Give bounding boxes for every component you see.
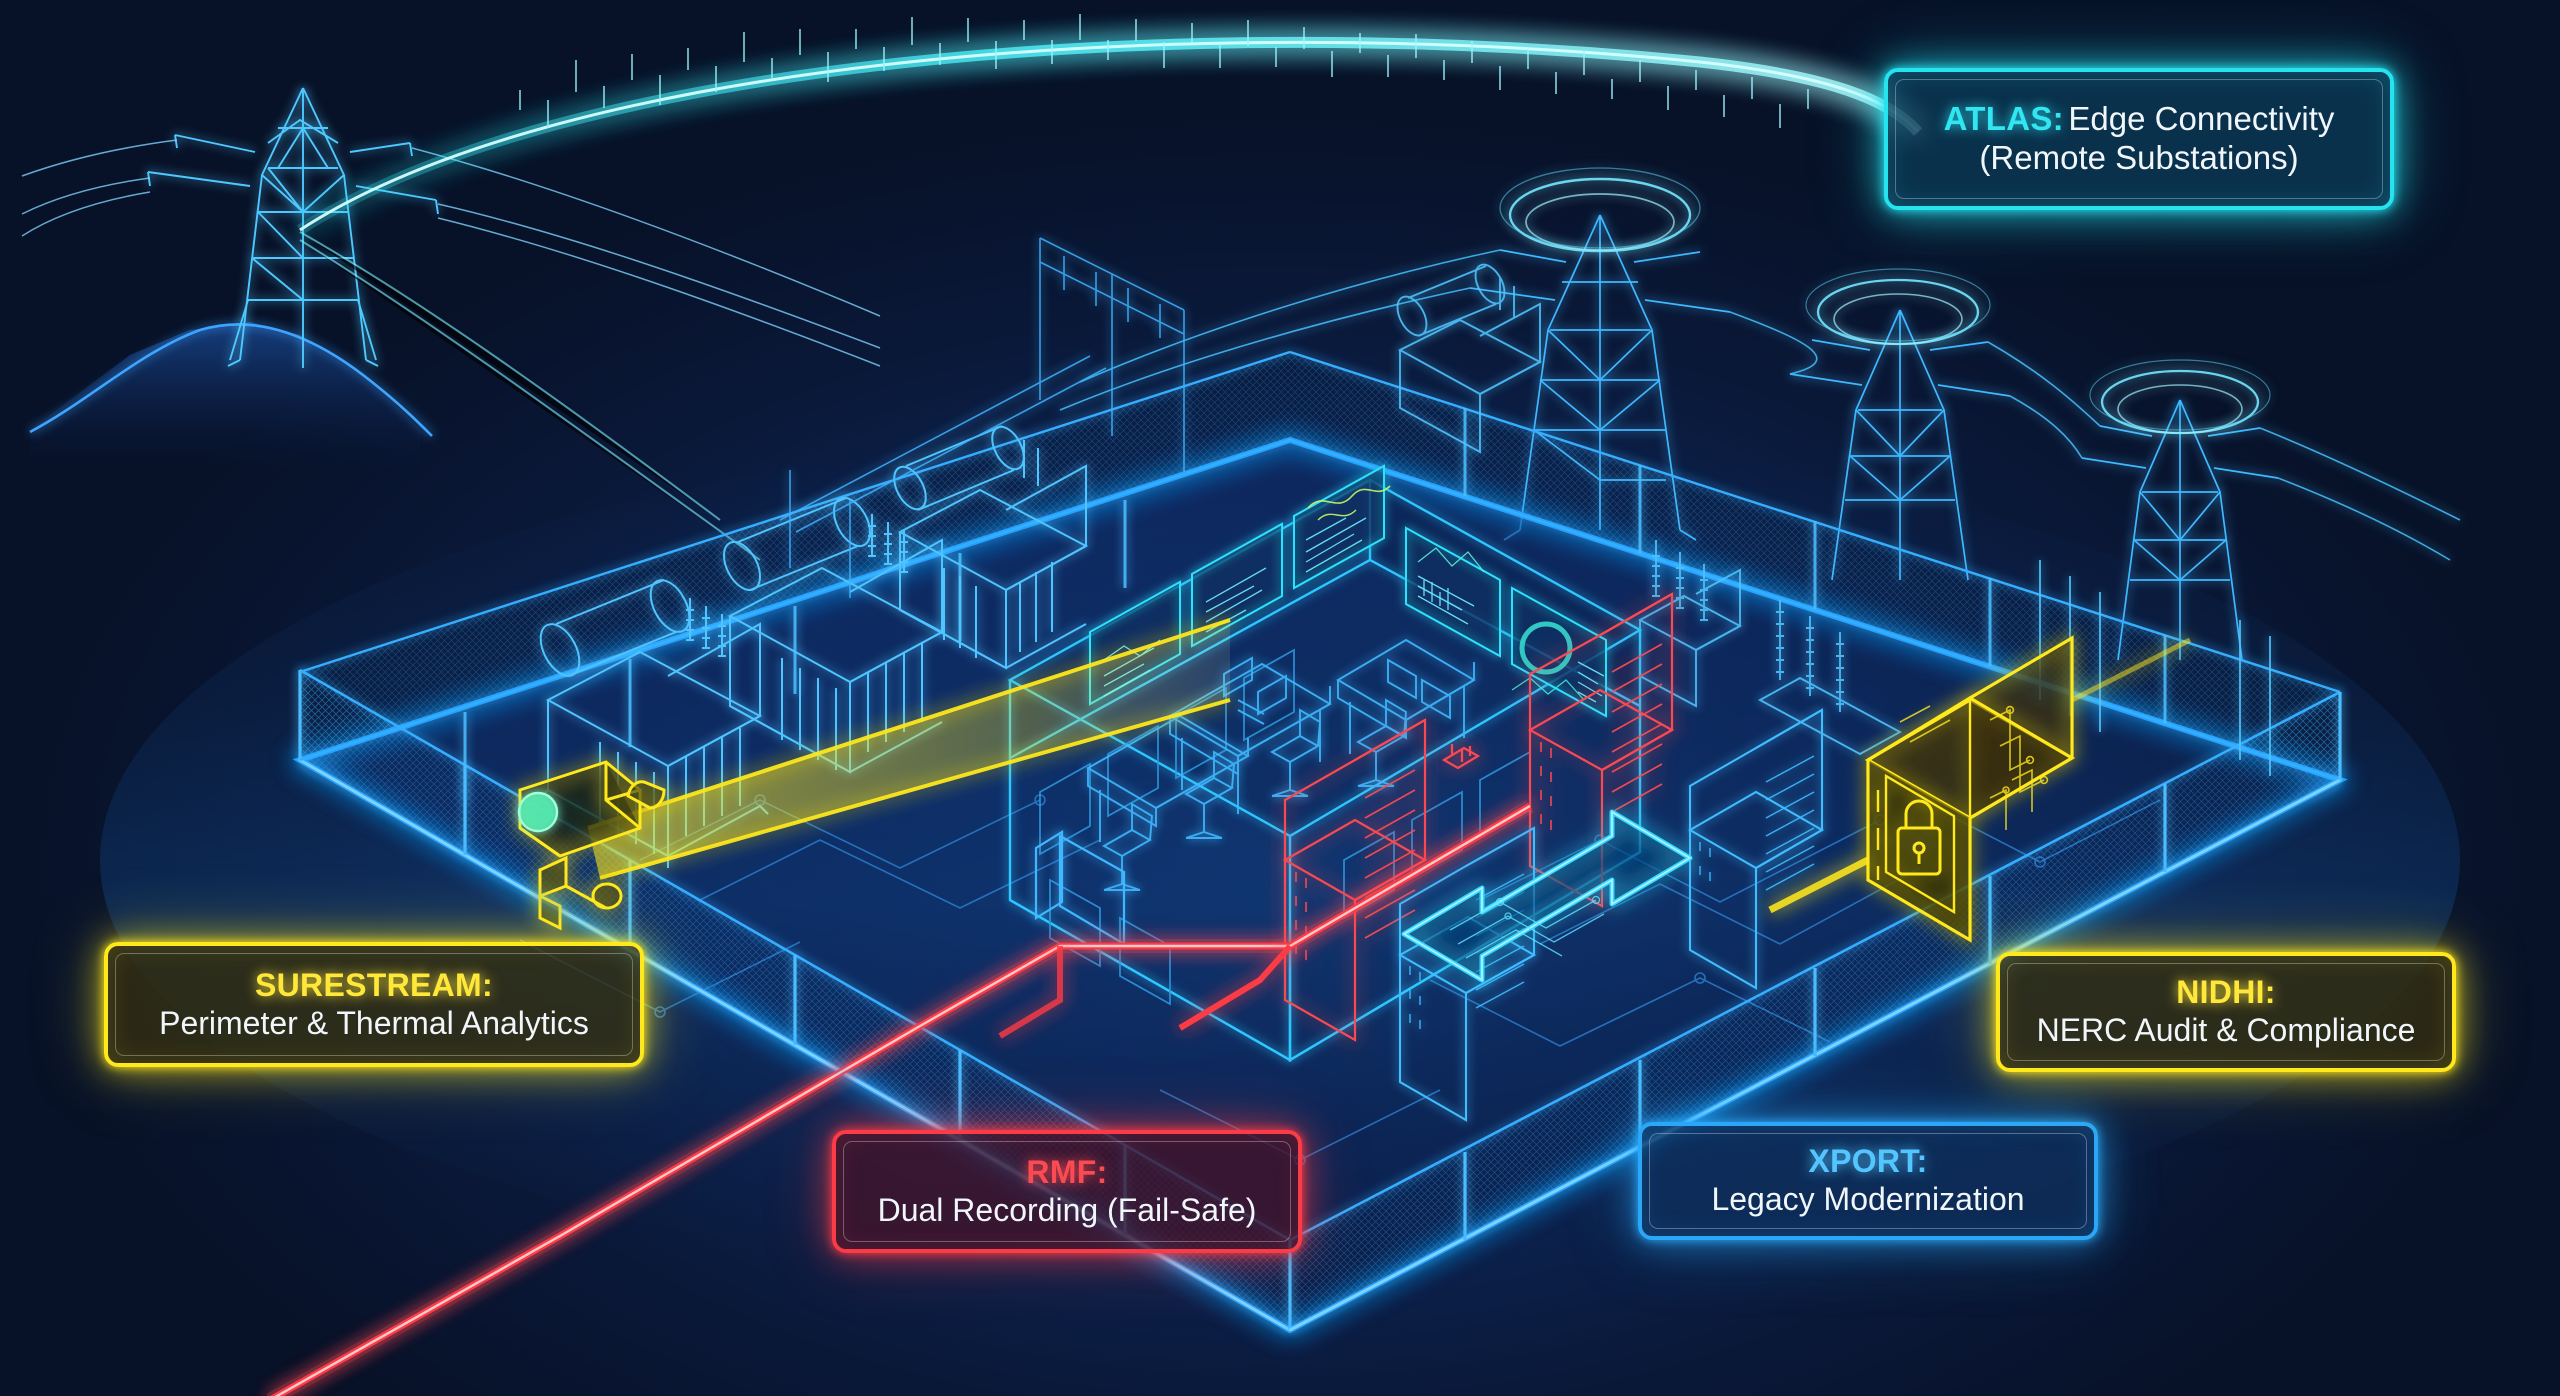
server-rack-blue-b [1687, 708, 1825, 990]
cone-edge-top [587, 618, 1231, 830]
chair-3 [1102, 802, 1153, 891]
atlas-subtitle2: (Remote Substations) [1979, 139, 2299, 176]
rmf-data-path [266, 799, 1534, 1396]
pylon-c [2081, 399, 2279, 661]
signal-rings [1499, 167, 2271, 435]
callout-rmf[interactable]: RMF: Dual Recording (Fail-Safe) [832, 1130, 1302, 1253]
server-rack-red-b [1527, 592, 1675, 908]
surestream-subtitle: Perimeter & Thermal Analytics [159, 1004, 589, 1041]
transformer-3 [893, 425, 1089, 670]
hill-ridge [29, 323, 433, 437]
padlock-icon [1896, 799, 1942, 876]
atlas-subtitle: Edge Connectivity [2068, 100, 2335, 138]
wall-monitors-left [1089, 464, 1391, 706]
camera-lens [517, 791, 559, 833]
vault-link-beam [1768, 856, 1870, 914]
nidhi-subtitle: NERC Audit & Compliance [2036, 1012, 2416, 1048]
callout-surestream[interactable]: SURESTREAM: Perimeter & Thermal Analytic… [104, 942, 644, 1067]
vault-door [1876, 773, 1956, 915]
hill-fill [30, 322, 420, 470]
arrow-circuit-detail [1449, 895, 1605, 959]
remote-site [21, 87, 881, 470]
xport-subtitle: Legacy Modernization [1711, 1181, 2025, 1217]
callout-xport[interactable]: XPORT: Legacy Modernization [1638, 1122, 2098, 1240]
platform-floor [300, 440, 2340, 1330]
cone-edge-bottom [599, 698, 1231, 880]
surestream-camera-group [517, 618, 1231, 931]
signal-tail [299, 231, 761, 561]
nidhi-title: NIDHI: [2176, 974, 2276, 1011]
fence-back-left [299, 350, 1291, 800]
rmf-subtitle: Dual Recording (Fail-Safe) [877, 1191, 1257, 1228]
surestream-title: SURESTREAM: [255, 966, 493, 1003]
signal-ring-c [2089, 359, 2271, 435]
pylon-catenaries [1059, 249, 2461, 561]
busbar-gantry [779, 237, 1185, 598]
waveform-spikes [519, 14, 1809, 128]
atlas-signal-arc [296, 14, 1923, 561]
fence-back-right [1289, 350, 2341, 782]
atlas-title: ATLAS: [1943, 100, 2064, 138]
equipment-right [1396, 263, 2271, 776]
wall-monitors-right [1405, 526, 1607, 718]
xport-title: XPORT: [1808, 1143, 1928, 1180]
workstations [1086, 638, 1476, 891]
nidhi-vault [1768, 635, 2192, 943]
callout-atlas[interactable]: ATLAS: Edge Connectivity (Remote Substat… [1884, 68, 2394, 210]
insulator-stacks [1758, 600, 1902, 756]
signal-ring-b [1805, 268, 1991, 346]
chair-2 [1184, 750, 1235, 839]
xport-exchange-arrow [1401, 809, 1693, 983]
remote-transmission-tower [147, 87, 439, 368]
vault-link-beam-right [2070, 637, 2192, 703]
pylon-b [1789, 309, 2011, 581]
callout-nidhi[interactable]: NIDHI: NERC Audit & Compliance [1996, 952, 2456, 1072]
monitor-content-right [1417, 547, 1605, 703]
chair-4 [1356, 698, 1407, 787]
alarm-console [1441, 744, 1481, 770]
rmf-title: RMF: [1026, 1153, 1108, 1190]
signal-ring-a [1499, 167, 1701, 253]
camera-vision-cone [588, 620, 1230, 878]
cctv-camera [518, 760, 666, 931]
vault-circuit-traces [1899, 705, 2049, 830]
arrow-core [1402, 810, 1692, 982]
power-lines [21, 139, 881, 367]
